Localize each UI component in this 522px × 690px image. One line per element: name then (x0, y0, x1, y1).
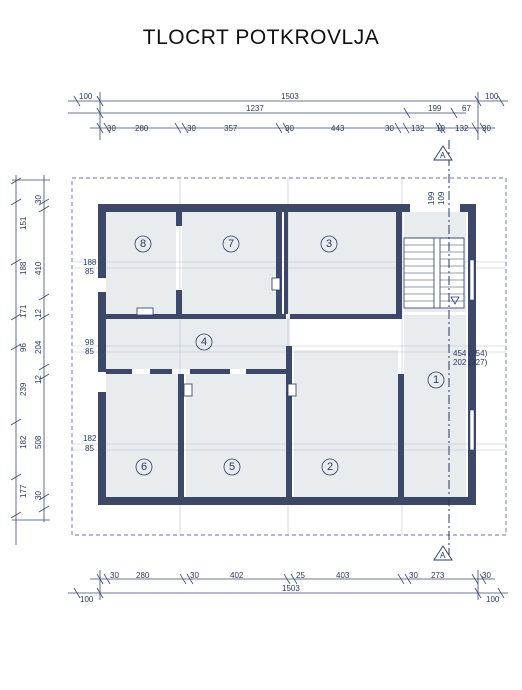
dim-bot-4: 25 (296, 571, 305, 580)
room-4-label: 4 (201, 336, 207, 348)
dim-left-1: 188 (19, 261, 28, 275)
room-numbers: 8 7 3 4 1 6 5 2 (134, 235, 445, 476)
staircase (403, 237, 465, 309)
left-dimensions: 151 188 171 96 239 182 177 30 410 12 204… (10, 175, 50, 545)
dim-bot-1: 280 (136, 571, 150, 580)
dim-bot-2: 30 (190, 571, 199, 580)
dim-r3-1: 280 (135, 124, 149, 133)
dim-left-6: 177 (19, 484, 28, 498)
label-b0: 98 (85, 338, 94, 347)
bottom-dimensions: 30 280 30 402 25 403 30 273 30 100 1503 … (68, 570, 508, 604)
walls (98, 204, 476, 505)
dim-bot-3: 402 (230, 571, 244, 580)
dim-bot-right: 100 (486, 595, 500, 604)
room-6-label: 6 (141, 461, 147, 473)
dim-top-total: 1503 (281, 92, 299, 101)
dim-left-4: 239 (19, 382, 28, 396)
dim-left-in-4: 12 (34, 375, 43, 384)
dim-r3-7: 132 (411, 124, 425, 133)
section-line: A A (433, 140, 453, 561)
label-c1: 85 (85, 444, 94, 453)
room-5-label: 5 (229, 461, 235, 473)
dim-top-right: 100 (485, 92, 499, 101)
dim-r3-5: 443 (331, 124, 345, 133)
room-7-label: 7 (228, 238, 234, 250)
dim-r3-3: 357 (224, 124, 238, 133)
dim-left-5: 182 (19, 435, 28, 449)
dim-left-in-3: 204 (34, 340, 43, 354)
dim-r3-4: 30 (285, 124, 294, 133)
dim-bot-5: 403 (336, 571, 350, 580)
dim-left-in-2: 12 (34, 309, 43, 318)
inner-labels: 188 85 98 85 182 85 454 (254) 202 (327) … (83, 191, 488, 453)
fixtures (136, 277, 297, 397)
dim-r3-9: 132 (455, 124, 469, 133)
section-label-top: A (440, 151, 446, 160)
dim-left-2: 171 (19, 304, 28, 318)
label-b1: 85 (85, 347, 94, 356)
dim-left-3: 96 (19, 343, 28, 352)
room-8-label: 8 (140, 238, 146, 250)
dim-bot-0: 30 (110, 571, 119, 580)
dim-left-in-5: 508 (34, 435, 43, 449)
page-title: TLOCRT POTKROVLJA (142, 26, 380, 49)
dim-bot-7: 273 (431, 571, 445, 580)
dim-r3-10: 30 (482, 124, 491, 133)
dim-r3-0: 30 (107, 124, 116, 133)
section-arrow-top-icon (433, 145, 453, 161)
label-a0: 188 (83, 258, 97, 267)
dim-top-inner: 1237 (246, 104, 264, 113)
label-right1: 202 (327) (453, 358, 488, 367)
dim-bot-total: 1503 (282, 584, 300, 593)
section-arrow-bottom-icon (433, 545, 453, 561)
dim-bot-8: 30 (482, 571, 491, 580)
section-label-bottom: A (440, 551, 446, 560)
top-dimensions: 100 1503 100 1237 199 67 30 280 30 357 3… (68, 92, 508, 140)
dim-bot-6: 30 (409, 571, 418, 580)
room-3-label: 3 (326, 238, 332, 250)
dim-left-0: 151 (19, 216, 28, 230)
room-1-label: 1 (433, 374, 439, 386)
label-stair1: 109 (437, 191, 446, 205)
dim-r3-6: 30 (385, 124, 394, 133)
label-right0: 454 (254) (453, 349, 488, 358)
dim-top-left: 100 (79, 92, 93, 101)
dim-bot-left: 100 (80, 595, 94, 604)
dim-left-in-6: 30 (34, 491, 43, 500)
stair-arrow-icon (450, 296, 460, 305)
dim-left-in-1: 410 (34, 261, 43, 275)
dim-r3-2: 30 (187, 124, 196, 133)
roof-outline (71, 177, 507, 536)
label-a1: 85 (85, 267, 94, 276)
label-stair0: 199 (427, 191, 436, 205)
dim-top-stair: 199 (428, 104, 442, 113)
dim-top-end: 67 (462, 104, 471, 113)
dim-r3-8: 10 (436, 124, 445, 133)
room-2-label: 2 (327, 461, 333, 473)
dim-left-in-0: 30 (34, 195, 43, 204)
label-c0: 182 (83, 434, 97, 443)
